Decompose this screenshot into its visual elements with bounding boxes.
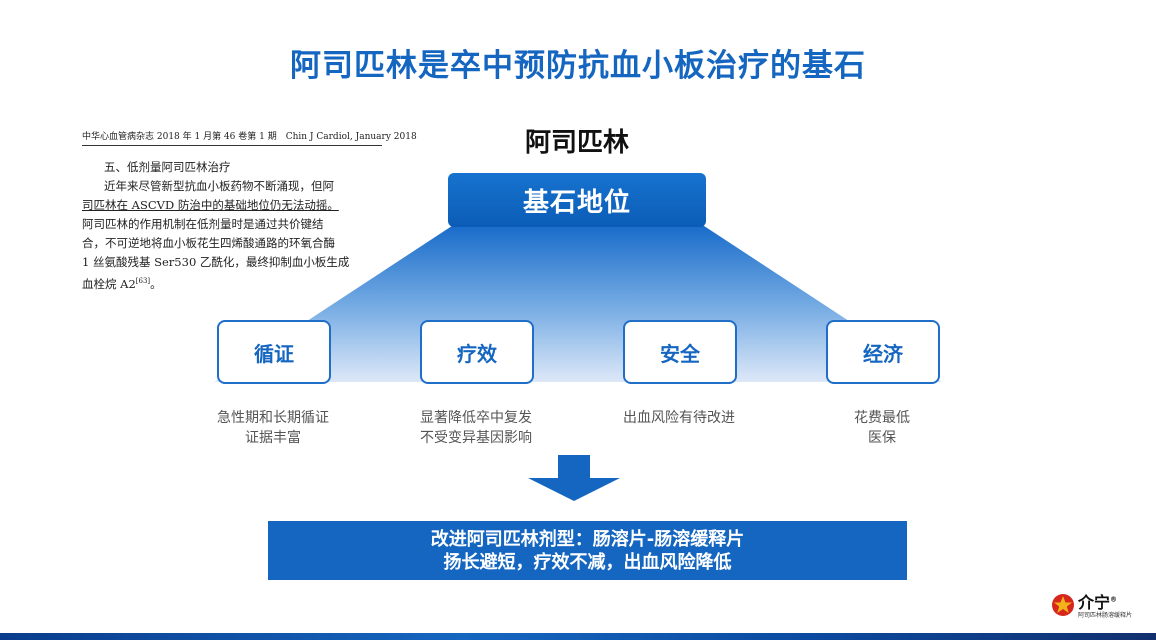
journal-line: 五、低剂量阿司匹林治疗 [104, 160, 231, 174]
pillar-efficacy-desc: 显著降低卒中复发 不受变异基因影响 [376, 408, 576, 448]
desc-line: 急性期和长期循证 [217, 410, 329, 426]
desc-line: 证据丰富 [245, 430, 301, 446]
down-arrow-icon [528, 455, 620, 501]
desc-line: 显著降低卒中复发 [420, 410, 532, 426]
desc-line: 花费最低 [854, 410, 910, 426]
registered-mark: ® [1110, 595, 1118, 604]
pillar-economy: 经济 [826, 320, 940, 384]
conclusion-line-2: 扬长避短，疗效不减，出血风险降低 [443, 551, 732, 573]
slide-title: 阿司匹林是卒中预防抗血小板治疗的基石 [290, 48, 866, 84]
journal-excerpt: 五、低剂量阿司匹林治疗 近年来尽管新型抗血小板药物不断涌现，但阿 司匹林在 AS… [82, 158, 382, 294]
desc-line: 医保 [868, 430, 896, 446]
pillar-efficacy: 疗效 [420, 320, 534, 384]
journal-line: 司匹林在 ASCVD 防治中的基础地位仍无法动摇。 [82, 198, 339, 212]
pillar-label: 经济 [863, 341, 903, 366]
cornerstone-banner: 基石地位 [448, 173, 706, 227]
journal-header: 中华心血管病杂志 2018 年 1 月第 46 卷第 1 期 Chin J Ca… [82, 129, 417, 146]
desc-line: 出血风险有待改进 [623, 410, 735, 426]
pillar-safety-desc: 出血风险有待改进 [579, 408, 779, 428]
journal-line: 1 丝氨酸残基 Ser530 乙酰化，最终抑制血小板生成 [82, 255, 350, 269]
journal-line: 合，不可逆地将血小板花生四烯酸通路的环氧合酶 [82, 236, 335, 250]
journal-line-text: 血栓烷 A2 [82, 276, 136, 291]
drug-name: 阿司匹林 [524, 128, 629, 158]
journal-reference: [63] [135, 277, 151, 285]
pillar-evidence: 循证 [217, 320, 331, 384]
pillar-economy-desc: 花费最低 医保 [782, 408, 982, 448]
desc-line: 不受变异基因影响 [420, 430, 532, 446]
pillar-label: 循证 [254, 341, 294, 366]
brand-name-text: 介宁 [1078, 593, 1111, 612]
bottom-bar [0, 633, 1156, 640]
pyramid-trapezoid [214, 222, 942, 382]
conclusion-box: 改进阿司匹林剂型：肠溶片-肠溶缓释片 扬长避短，疗效不减，出血风险降低 [268, 521, 907, 580]
journal-line: 近年来尽管新型抗血小板药物不断涌现，但阿 [104, 179, 334, 193]
pillar-safety: 安全 [623, 320, 737, 384]
brand-logo-icon [1052, 594, 1074, 616]
journal-line: 阿司匹林的作用机制在低剂量时是通过共价键结 [82, 217, 324, 231]
brand-logo-name: 介宁® [1078, 589, 1117, 613]
conclusion-line-1: 改进阿司匹林剂型：肠溶片-肠溶缓释片 [430, 528, 745, 550]
journal-line: 血栓烷 A2[63]。 [82, 276, 162, 291]
pillar-evidence-desc: 急性期和长期循证 证据丰富 [173, 408, 373, 448]
pillar-label: 疗效 [457, 341, 497, 366]
cornerstone-label: 基石地位 [522, 187, 631, 218]
brand-logo-tagline: 阿司匹林肠溶缓释片 [1078, 612, 1133, 619]
pillar-label: 安全 [660, 341, 700, 366]
